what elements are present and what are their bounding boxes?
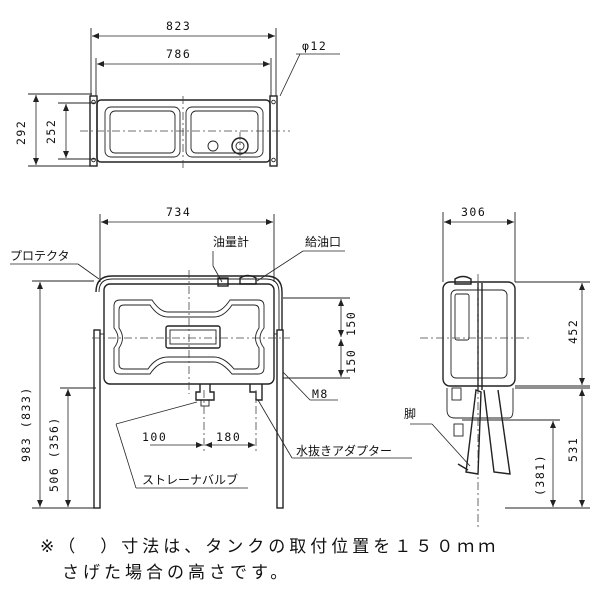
left-leg	[93, 329, 101, 509]
dim-180: 180	[216, 430, 241, 444]
dim-823: 823	[166, 19, 191, 33]
dim-506: 506 (356)	[47, 416, 61, 492]
side-leg-rear	[483, 389, 511, 475]
dim-150-lower: 150	[344, 349, 358, 374]
dim-306: 306	[461, 205, 486, 219]
filler-label: 給油口	[305, 235, 341, 249]
front-view: 734 プロテクタ 油量計 給油口	[10, 205, 412, 509]
side-view: 306 452 531 (381) 脚	[404, 205, 590, 530]
filler-cap-front	[239, 274, 257, 285]
dim-150-upper: 150	[344, 311, 358, 336]
dim-734: 734	[166, 205, 191, 219]
tank-embossing	[113, 299, 265, 375]
filler-cap-side	[454, 275, 472, 285]
dim-381: (381)	[533, 454, 547, 496]
dim-phi12: φ12	[302, 39, 327, 53]
drain-adapter-label: 水抜きアダプター	[296, 443, 392, 458]
dim-100: 100	[142, 430, 167, 444]
gauge-label: 油量計	[213, 234, 249, 249]
dim-292: 292	[14, 120, 28, 145]
oil-gauge	[217, 277, 229, 287]
strainer-valve	[195, 384, 215, 401]
side-leg-front	[465, 389, 482, 475]
note-line2: さげた場合の高さです。	[62, 563, 291, 583]
dim-531: 531	[566, 437, 580, 462]
note-line1: ※（ ）寸法は、タンクの取付位置を１５０ｍｍ	[40, 537, 499, 557]
strainer-label: ストレーナバルブ	[142, 472, 238, 487]
dim-786: 786	[166, 47, 191, 61]
protector-label: プロテクタ	[10, 249, 70, 263]
protector-frame	[95, 275, 283, 330]
top-view: 823 786 φ12 292 252	[14, 19, 340, 168]
nameplate	[165, 325, 221, 349]
footnote: ※（ ）寸法は、タンクの取付位置を１５０ｍｍ さげた場合の高さです。	[40, 537, 499, 583]
tank-side	[442, 281, 516, 387]
dim-452: 452	[566, 319, 580, 344]
m8-label: M8	[312, 387, 329, 401]
right-leg	[276, 329, 284, 509]
leg-label: 脚	[404, 406, 416, 421]
dim-983: 983 (833)	[19, 386, 33, 462]
dim-252: 252	[44, 119, 58, 144]
